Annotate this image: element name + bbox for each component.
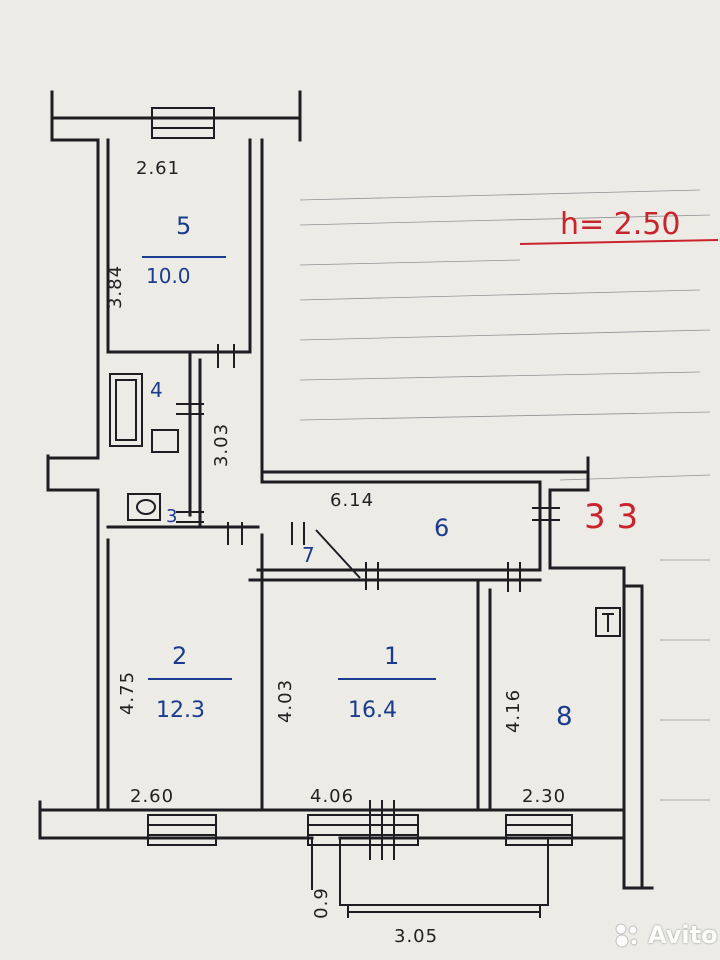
room-8-number: 8 (556, 702, 573, 732)
room-2-fraction-line (148, 678, 232, 680)
room-2-depth-label: 4.75 (117, 670, 139, 716)
room-1-area: 16.4 (348, 698, 397, 723)
fixtures (109, 373, 621, 637)
room-2-area: 12.3 (156, 698, 205, 723)
ceiling-height-note: h= 2.50 (560, 207, 681, 242)
background-hatching (299, 189, 711, 801)
avito-watermark: Avito (612, 920, 718, 950)
red-area-mark: 3 3 (584, 497, 639, 537)
balcony-width-label: 3.05 (394, 926, 439, 947)
room-1-width-label: 4.06 (310, 786, 355, 807)
room-8-width-label: 2.30 (522, 786, 567, 807)
room-5-depth-label: 3.84 (105, 264, 127, 310)
room-3-number: 3 (166, 506, 178, 527)
balcony-depth-label: 0.9 (310, 887, 332, 919)
room-8-depth-label: 4.16 (503, 688, 525, 734)
room-5-width-label: 2.61 (136, 158, 181, 179)
door-marks (176, 344, 560, 592)
room-2-number: 2 (172, 642, 188, 670)
room-2-width-label: 2.60 (130, 786, 175, 807)
ceiling-height-underline (519, 239, 719, 245)
avito-logo-icon (615, 923, 638, 948)
room-1-number: 1 (384, 642, 400, 670)
room-5-area: 10.0 (146, 264, 191, 288)
room-6-number: 6 (434, 514, 450, 542)
avito-logo-text: Avito (648, 921, 718, 949)
room-6-width-label: 6.14 (330, 490, 375, 511)
room-1-depth-label: 4.03 (275, 678, 297, 724)
room-5-fraction-line (142, 256, 226, 258)
room-1-fraction-line (338, 678, 436, 680)
room-4-depth-label: 3.03 (211, 422, 233, 468)
room-4-number: 4 (150, 378, 163, 402)
room-7-number: 7 (302, 543, 315, 567)
windows (147, 107, 573, 860)
room-5-number: 5 (176, 212, 192, 240)
